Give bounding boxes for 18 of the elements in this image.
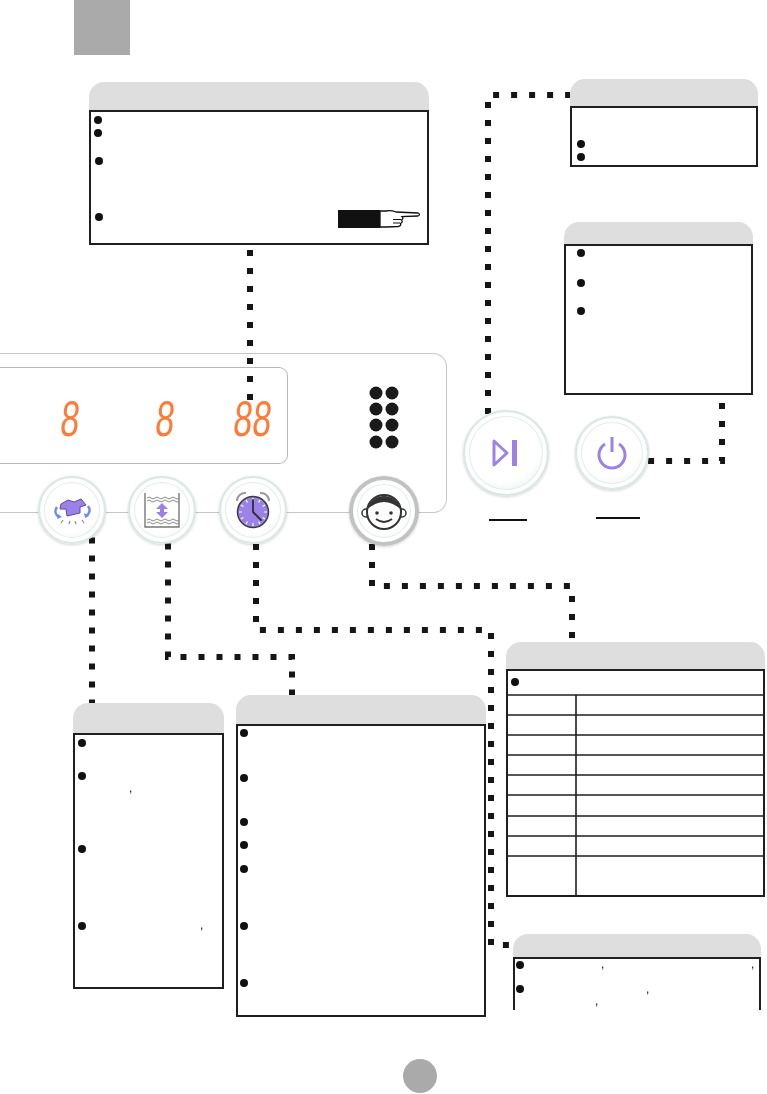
- display-digit: 8: [58, 400, 82, 438]
- display-digit: 8: [153, 400, 177, 438]
- round-button: [38, 476, 106, 544]
- round-button: [219, 476, 287, 544]
- leader-line: [89, 537, 95, 703]
- display-digits: 88: [231, 400, 274, 438]
- display-window: [0, 367, 288, 464]
- text-fragment: ,: [129, 782, 133, 794]
- leader-line: [165, 543, 295, 695]
- round-button: [349, 476, 419, 546]
- round-button: [128, 476, 196, 544]
- text-fragment: ,: [646, 983, 650, 995]
- text-fragment: ,: [200, 919, 204, 931]
- text-fragment: ,: [601, 958, 605, 970]
- text-fragment: ,: [595, 995, 599, 1007]
- round-button: [575, 416, 649, 490]
- text-fragment: ,: [751, 958, 755, 970]
- leader-line: [485, 92, 570, 414]
